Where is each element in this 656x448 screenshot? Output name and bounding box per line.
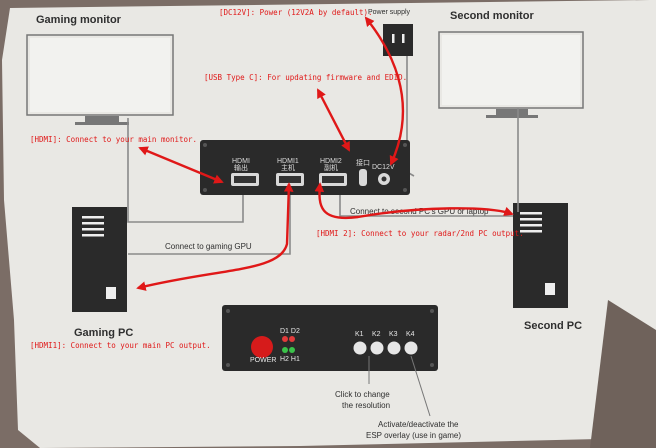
key-k3-label: K3: [389, 331, 398, 338]
usb-c-port-icon: [359, 169, 367, 186]
status-led-icons: [282, 336, 295, 353]
overlay-caption-line1: Activate/deactivate the: [378, 420, 459, 429]
port-dc-label: DC12V: [372, 164, 395, 171]
led-bottom-label: H2 H1: [280, 356, 300, 363]
key-k1-label: K1: [355, 331, 364, 338]
annotation-hdmi1: [HDMI1]: Connect to your main PC output.: [30, 341, 211, 350]
gaming-monitor-icon: [26, 34, 174, 125]
gaming-pc-tower-icon: [72, 207, 127, 312]
caption-lines: [368, 355, 431, 417]
power-button-label: POWER: [250, 357, 276, 364]
overlay-caption-line2: ESP overlay (use in game): [366, 431, 461, 440]
key-k1-icon: [353, 341, 367, 355]
gaming-pc-label: Gaming PC: [74, 327, 133, 339]
key-k4-icon: [404, 341, 418, 355]
port-hdmi2-label: HDMI2: [320, 158, 342, 165]
port-hdmi1-label: HDMI1: [277, 158, 299, 165]
port-hdmi-out-label: HDMI: [232, 158, 250, 165]
port-usb-label: 接口: [356, 158, 370, 167]
second-pc-tower-icon: [513, 203, 568, 308]
port-hdmi2-sublabel: 副机: [324, 163, 338, 172]
resolution-caption-line1: Click to change: [335, 390, 390, 399]
annotation-hdmi2: [HDMI 2]: Connect to your radar/2nd PC o…: [316, 229, 524, 238]
key-k4-label: K4: [406, 331, 415, 338]
led-top-label: D1 D2: [280, 328, 300, 335]
port-hdmi-out-sublabel: 输出: [234, 163, 248, 172]
control-panel-box: [222, 305, 438, 371]
second-monitor-icon: [438, 31, 584, 118]
key-k2-label: K2: [372, 331, 381, 338]
second-pc-label: Second PC: [524, 320, 582, 332]
second-monitor-label: Second monitor: [450, 10, 534, 22]
gaming-monitor-label: Gaming monitor: [36, 14, 122, 26]
port-hdmi1-sublabel: 主机: [281, 163, 295, 172]
key-k2-icon: [370, 341, 384, 355]
power-button-icon: [251, 336, 273, 358]
annotation-arrows: [136, 16, 514, 291]
resolution-caption-line2: the resolution: [342, 401, 390, 410]
annotation-usb-c: [USB Type C]: For updating firmware and …: [204, 73, 407, 82]
annotation-dc12v: [DC12V]: Power (12V2A by default).: [219, 8, 373, 17]
power-supply-label: Power supply: [368, 9, 411, 16]
paper-shadow: [590, 300, 656, 448]
gaming-gpu-connection-label: Connect to gaming GPU: [165, 242, 252, 251]
key-k3-icon: [387, 341, 401, 355]
annotation-hdmi: [HDMI]: Connect to your main monitor.: [30, 135, 197, 144]
